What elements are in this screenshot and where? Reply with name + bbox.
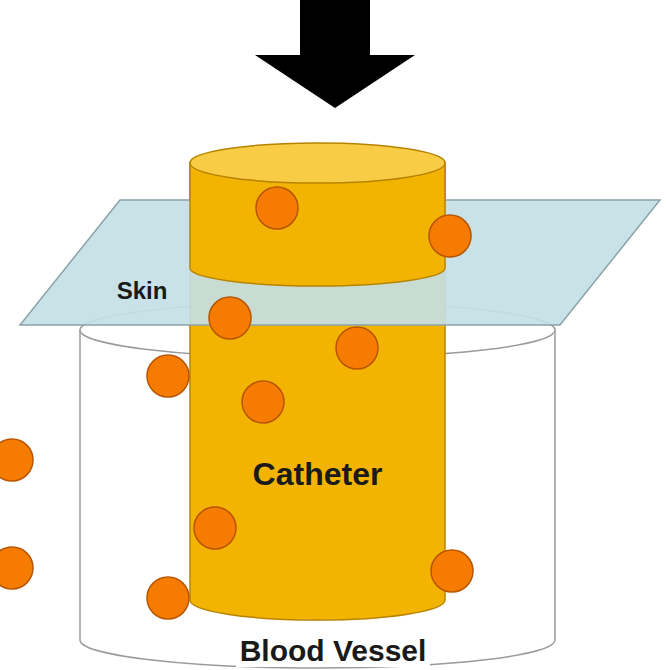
bacterium	[429, 215, 471, 257]
bacterium	[194, 507, 236, 549]
bacterium	[256, 187, 298, 229]
bacteria-group	[0, 187, 473, 619]
arrow-symbol	[255, 0, 415, 108]
bacterium	[0, 439, 33, 481]
catheter-top-end	[190, 143, 445, 183]
shape-label: Blood Vessel	[236, 634, 431, 667]
bacterium	[147, 577, 189, 619]
bacterium	[431, 550, 473, 592]
bacterium	[209, 297, 251, 339]
bacterium	[336, 327, 378, 369]
bacterium	[0, 547, 33, 589]
bacterium	[147, 355, 189, 397]
bacterium	[242, 381, 284, 423]
catheter-body	[190, 163, 445, 620]
shape-label: Skin	[117, 278, 168, 304]
shape-label: Catheter	[253, 457, 383, 492]
catheter-top	[190, 143, 445, 286]
